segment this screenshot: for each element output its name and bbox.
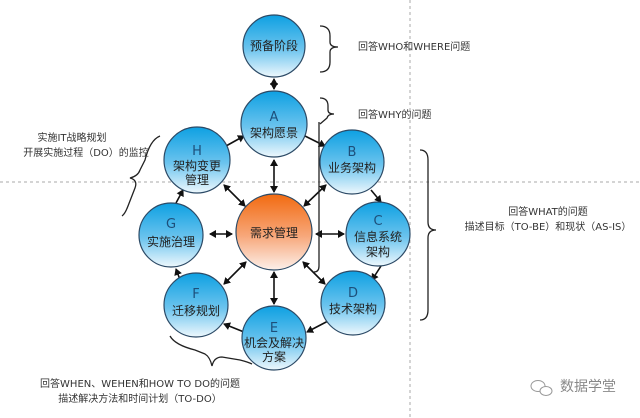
node-h-change-management[interactable]: H 架构变更 管理 [163, 126, 231, 194]
node-a-architecture-vision[interactable]: A 架构愿景 [240, 90, 308, 158]
watermark-text: 数据学堂 [560, 379, 616, 395]
node-preliminary-label: 预备阶段 [250, 38, 298, 53]
node-letter: H [192, 144, 202, 159]
arrows [174, 78, 382, 333]
bracket-why-line [313, 122, 320, 273]
note-what-line1: 回答WHAT的问题 [508, 205, 588, 218]
node-letter: G [166, 217, 176, 232]
node-label: 方案 [262, 349, 286, 364]
node-letter: F [192, 287, 199, 302]
brace-when [169, 335, 253, 367]
node-label: 业务架构 [328, 160, 376, 175]
node-label: 管理 [185, 172, 209, 187]
node-letter: B [348, 145, 357, 160]
node-label: 需求管理 [250, 225, 298, 240]
node-g-implementation-governance[interactable]: G 实施治理 [138, 202, 204, 268]
node-label: 机会及解决 [244, 336, 304, 350]
node-letter: C [373, 214, 382, 229]
node-label: 迁移规划 [172, 303, 220, 318]
node-d-technology-architecture[interactable]: D 技术架构 [320, 270, 386, 336]
node-label: 实施治理 [147, 234, 195, 249]
note-what-line2: 描述目标（TO-BE）和现状（AS-IS） [465, 220, 632, 233]
brace-why [319, 97, 335, 125]
node-preliminary[interactable]: 预备阶段 [242, 14, 306, 78]
node-label: 架构变更 [173, 158, 221, 173]
brace-who-where [319, 25, 339, 73]
note-why: 回答WHY的问题 [358, 108, 432, 121]
node-label: 信息系统 [354, 229, 402, 244]
note-when-line1: 回答WHEN、WEHEN和HOW TO DO的问题 [40, 377, 240, 390]
note-who-where: 回答WHO和WHERE问题 [358, 40, 470, 53]
node-label: 架构 [366, 244, 390, 259]
note-it-line1: 实施IT战略规划 [37, 131, 106, 144]
node-letter: A [270, 110, 279, 125]
brace-what [419, 149, 437, 321]
brace-it-strategy [121, 135, 161, 217]
node-label: 架构愿景 [250, 125, 298, 140]
wechat-icon [530, 380, 553, 396]
note-it-line2: 开展实施过程（DO）的监控 [23, 146, 149, 159]
node-f-migration-planning[interactable]: F 迁移规划 [163, 272, 229, 338]
node-label: 技术架构 [329, 301, 377, 316]
node-c-information-systems[interactable]: C 信息系统 架构 [345, 201, 411, 267]
node-e-opportunities-solutions[interactable]: E 机会及解决 方案 [241, 305, 307, 371]
node-b-business-architecture[interactable]: B 业务架构 [319, 129, 385, 195]
node-letter: D [348, 286, 358, 301]
note-when-line2: 描述解决方法和时间计划（TO-DO） [58, 392, 221, 405]
node-requirements-management[interactable]: 需求管理 [235, 193, 313, 271]
node-letter: E [270, 321, 278, 336]
